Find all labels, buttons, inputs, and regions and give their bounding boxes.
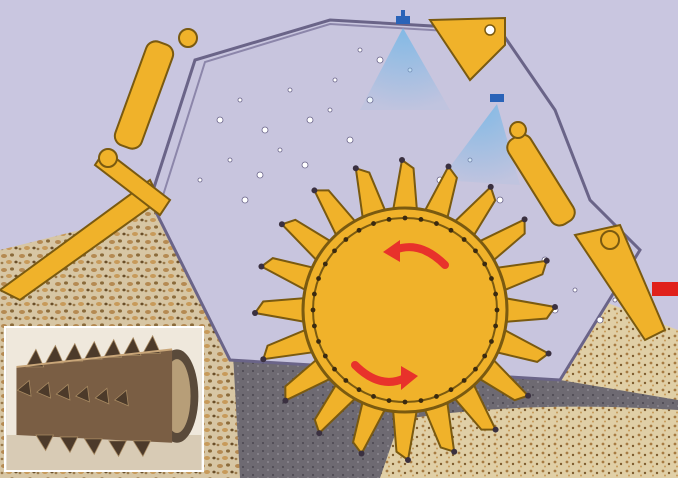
tooth-tip — [525, 393, 531, 399]
rotor-photo-image — [6, 328, 202, 470]
rotor-bolt — [311, 308, 316, 313]
tooth-tip — [359, 451, 365, 457]
tooth-tip — [544, 258, 550, 264]
rotor-bolt — [489, 276, 494, 281]
rotor-bolt — [332, 367, 337, 372]
rotor-bolt — [387, 398, 392, 403]
rotor-bolt — [332, 248, 337, 253]
tooth-tip — [316, 430, 322, 436]
tooth-tip — [451, 449, 457, 455]
tooth-tip — [279, 221, 285, 227]
rotor-bolt — [489, 339, 494, 344]
tooth-tip — [260, 356, 266, 362]
rotor-bolt — [462, 378, 467, 383]
rotor-bolt — [449, 387, 454, 392]
tooth-tip — [311, 187, 317, 193]
rotor-bolt — [403, 400, 408, 405]
tooth-tip — [282, 398, 288, 404]
processed-material-bed — [380, 407, 678, 478]
rotor-bolt — [357, 387, 362, 392]
tooth-tip — [405, 457, 411, 463]
tooth-tip — [258, 264, 264, 270]
rotor-bolt — [316, 276, 321, 281]
tooth-tip — [445, 163, 451, 169]
rotor-bolt — [482, 354, 487, 359]
rotor-bolt — [482, 262, 487, 267]
rotor-bolt — [434, 221, 439, 226]
tooth-tip — [522, 216, 528, 222]
tooth-tip — [252, 310, 258, 316]
rotor-bolt — [371, 221, 376, 226]
rotor-bolt — [473, 248, 478, 253]
tooth-tip — [552, 304, 558, 310]
tooth-tip — [493, 427, 499, 433]
rotor-bolt — [371, 394, 376, 399]
indicator-light — [652, 282, 678, 296]
rotor-bolt — [357, 228, 362, 233]
rotor-bolt — [495, 308, 500, 313]
tooth-tip — [546, 350, 552, 356]
rotor-bolt — [323, 262, 328, 267]
rotor-bolt — [493, 324, 498, 329]
rotor-bolt — [312, 324, 317, 329]
rotor-bolt — [462, 237, 467, 242]
rotor-bolt — [343, 237, 348, 242]
rotor-bolt — [316, 339, 321, 344]
tooth-tip — [488, 184, 494, 190]
rotor-bolt — [403, 216, 408, 221]
tooth-tip — [353, 165, 359, 171]
rotor-bolt — [387, 217, 392, 222]
rotor-bolt — [343, 378, 348, 383]
rotor-bolt — [493, 292, 498, 297]
rotor-bolt — [419, 217, 424, 222]
rotor-bolt — [449, 228, 454, 233]
tooth-tip — [399, 157, 405, 163]
rotor-bolt — [419, 398, 424, 403]
rotor-bolt — [323, 354, 328, 359]
rotor-bolt — [473, 367, 478, 372]
rotor-bolt — [312, 292, 317, 297]
rotor-bolt — [434, 394, 439, 399]
water-nozzle-icon — [490, 94, 504, 102]
rotor-photo — [4, 326, 204, 472]
